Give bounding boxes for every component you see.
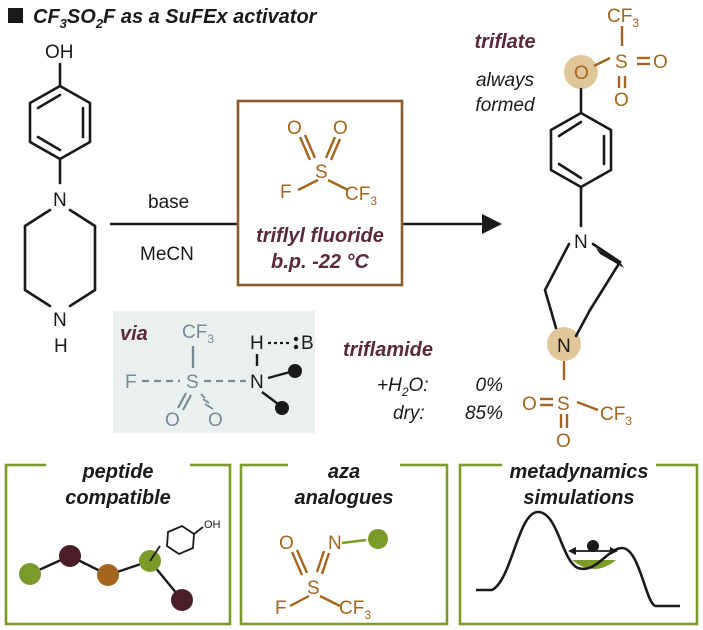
- reactant-n-top: N: [53, 190, 67, 211]
- energy-landscape-curve: [476, 510, 680, 608]
- product-triflyl-top: [593, 26, 650, 88]
- triflamide-row1-value: 0%: [476, 375, 504, 396]
- via-lone-pair-dot: [293, 344, 299, 350]
- panel-metadynamics-title-1: metadynamics: [510, 461, 649, 483]
- peptide-residue-green: [19, 563, 41, 585]
- via-lone-pair-dot: [293, 336, 299, 342]
- aza-o: O: [279, 533, 294, 554]
- peptide-residue-plum: [171, 589, 193, 611]
- product-o-top-right: O: [653, 52, 668, 73]
- title-square-icon: [8, 8, 23, 23]
- product-cf3-top: CF3: [607, 6, 639, 30]
- title: CF3SO2F as a SuFEx activator: [33, 6, 318, 31]
- reagent-boiling-point: b.p. -22 °C: [271, 251, 370, 273]
- aza-n: N: [328, 533, 342, 554]
- via-label: via: [120, 323, 148, 345]
- reactant-oh-label: OH: [45, 42, 74, 63]
- product-o-link: O: [574, 63, 589, 84]
- reagent-name: triflyl fluoride: [256, 225, 384, 247]
- panel-metadynamics-title-2: simulations: [523, 487, 634, 509]
- triflate-oxygen-highlight: [564, 55, 598, 89]
- panel-aza-title-2: analogues: [295, 487, 394, 509]
- reactant-n-bottom: N: [53, 310, 67, 331]
- via-o1: O: [165, 410, 180, 431]
- reagent-s: S: [315, 162, 328, 183]
- panel-metadynamics: metadynamics simulations: [458, 455, 699, 626]
- via-n-r2-bond: [261, 391, 279, 405]
- aza-f: F: [275, 598, 287, 619]
- triflamide-row2-label: dry:: [393, 403, 425, 424]
- peptide-residue-plum: [59, 545, 81, 567]
- via-o2: O: [208, 410, 223, 431]
- reactant-molecule: [23, 62, 97, 308]
- arrow-left-icon: [568, 547, 576, 555]
- reactant-h-label: H: [54, 336, 68, 357]
- panel-peptide-title-2: compatible: [65, 487, 171, 509]
- aza-cf3: CF3: [339, 598, 371, 622]
- product-o-bottom-below: O: [556, 431, 571, 452]
- reagent-o1: O: [287, 118, 302, 139]
- triflamide-row1-label: +H2O:: [377, 375, 429, 399]
- product-n-lower: N: [557, 336, 571, 357]
- product-o-bottom-left: O: [522, 394, 537, 415]
- panel-peptide-title-1: peptide: [81, 461, 153, 483]
- arrow-head-icon: [482, 214, 502, 234]
- via-b: B: [301, 333, 314, 354]
- aza-s: S: [307, 578, 320, 599]
- tyrosine-side-chain-icon: [149, 524, 204, 562]
- peptide-residue-orange: [97, 564, 119, 586]
- panel-aza: aza analogues N O S F CF3: [239, 455, 449, 626]
- arrow-label-solvent: MeCN: [140, 244, 194, 265]
- metadynamics-walker-dot: [587, 540, 599, 552]
- product-s-top: S: [615, 52, 628, 73]
- reagent-structure: [297, 134, 349, 192]
- aza-substituent-dot: [368, 529, 388, 549]
- reagent-cf3: CF3: [345, 184, 377, 208]
- panel-aza-title-1: aza: [328, 461, 360, 483]
- via-substituent-dot: [288, 364, 302, 378]
- triflate-note-1: always: [476, 70, 535, 91]
- triflate-label: triflate: [474, 31, 535, 53]
- product-cf3-bottom: CF3: [600, 404, 632, 428]
- product-o-top-below: O: [614, 90, 629, 111]
- triflamide-row2-value: 85%: [465, 403, 503, 424]
- triflamide-label: triflamide: [343, 339, 433, 361]
- reagent-box: [236, 99, 404, 287]
- reagent-o2: O: [333, 118, 348, 139]
- triflamide-nitrogen-highlight: [547, 327, 581, 361]
- panel-peptide: peptide compatible OH: [4, 455, 232, 626]
- product-aryl-core: [543, 87, 622, 338]
- product-wedge-bond: [596, 248, 624, 268]
- via-s: S: [186, 372, 199, 393]
- tyrosine-oh-label: OH: [204, 519, 221, 531]
- product-n-upper: N: [574, 232, 588, 253]
- via-cf3: CF3: [182, 322, 214, 346]
- via-n-r1-bond: [267, 370, 291, 380]
- via-substituent-dot: [275, 401, 289, 415]
- product-s-bottom: S: [557, 394, 570, 415]
- via-h: H: [250, 333, 264, 354]
- via-n: N: [250, 372, 264, 393]
- product-triflyl-bottom: [540, 361, 599, 428]
- reagent-f: F: [280, 182, 292, 203]
- triflate-note-2: formed: [475, 95, 536, 116]
- via-oxygen-bonds: [177, 392, 214, 411]
- via-f: F: [125, 372, 137, 393]
- arrow-label-base: base: [148, 192, 189, 213]
- arrow-right-icon: [610, 547, 618, 555]
